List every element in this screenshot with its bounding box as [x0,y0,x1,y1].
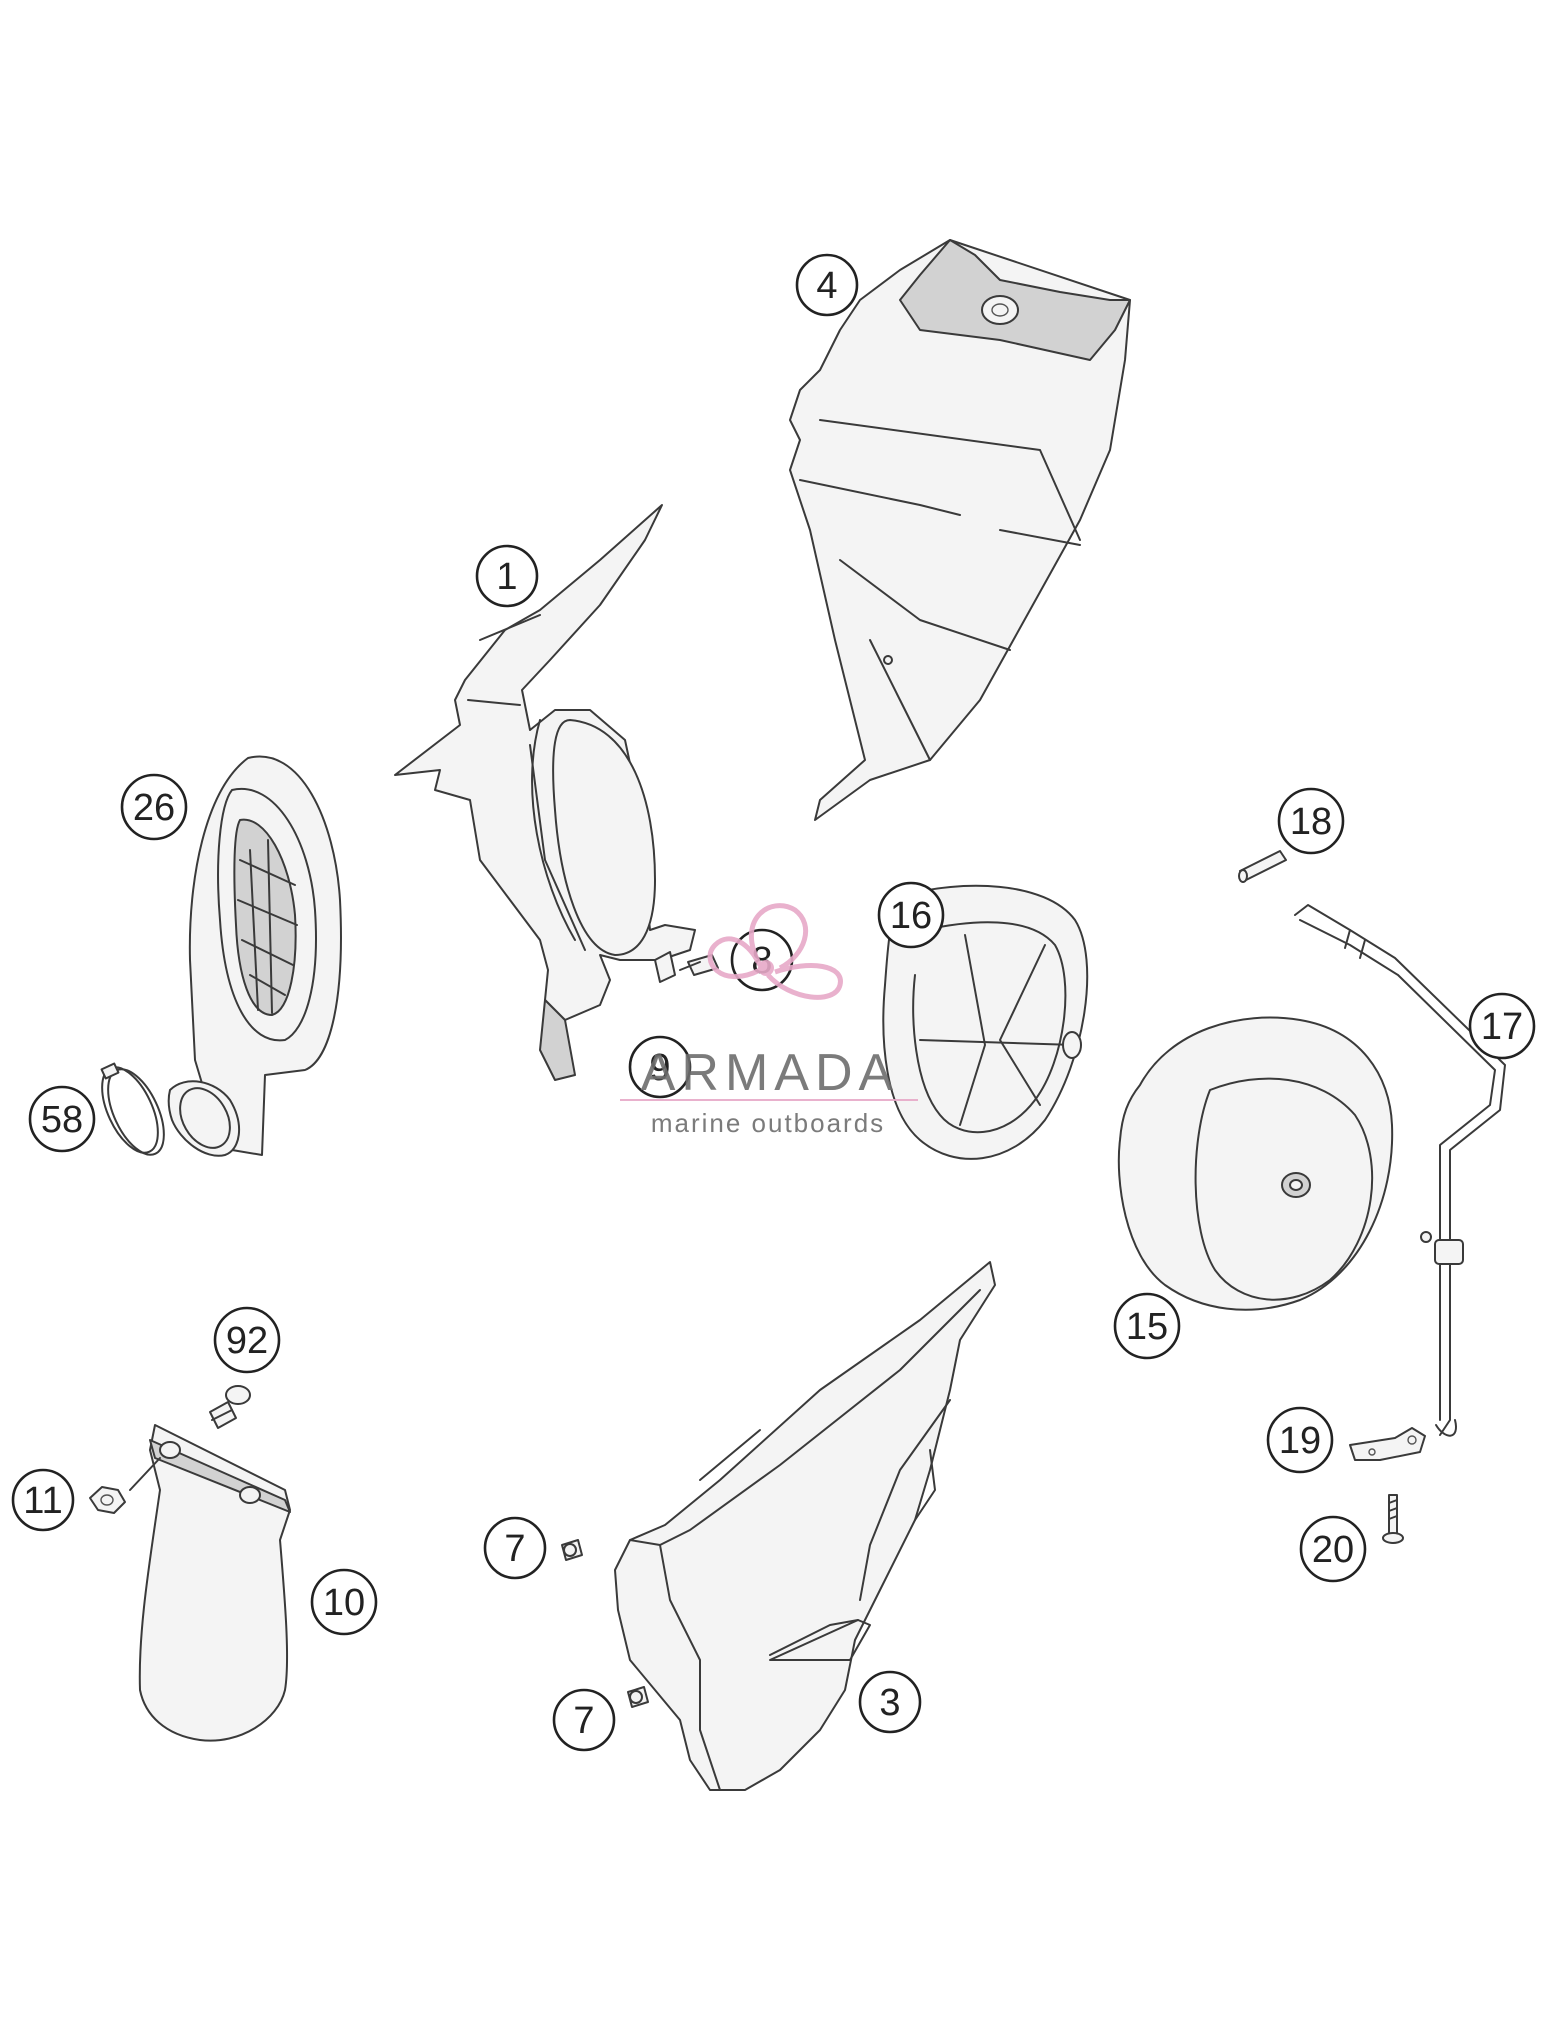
callout-c26: 26 [120,773,188,841]
callout-number: 16 [890,895,932,937]
part-16-filter-cage [882,884,1089,1160]
callout-number: 18 [1290,801,1332,843]
callout-c20: 20 [1299,1515,1367,1583]
callout-number: 15 [1126,1306,1168,1348]
part-17-wire-bracket [1294,904,1506,1437]
callout-ring [475,544,539,608]
callout-ring [213,1306,281,1374]
callout-ring [628,1035,692,1099]
callout-ring [1299,1515,1367,1583]
callout-c8: 8 [730,928,794,992]
watermark-tagline: marine outboards [651,1108,885,1138]
part-20-screw [1382,1494,1404,1544]
callout-number: 11 [23,1480,62,1522]
callout-ring [1266,1406,1334,1474]
callout-c7a: 7 [483,1516,547,1580]
part-58-hose-clamp [100,1062,165,1156]
callout-c3: 3 [858,1670,922,1734]
callout-number: 19 [1279,1420,1321,1462]
callout-c17: 17 [1468,992,1536,1060]
callout-number: 10 [323,1582,365,1624]
callout-c4: 4 [795,253,859,317]
propeller-logo-icon [707,903,843,1000]
callout-c15: 15 [1113,1292,1181,1360]
callout-ring [1468,992,1536,1060]
callout-number: 7 [504,1528,525,1570]
callout-ring [483,1516,547,1580]
part-18-pin [1238,850,1287,883]
callout-number: 26 [133,787,175,829]
callout-number: 17 [1481,1006,1523,1048]
callout-ring [28,1085,96,1153]
part-7-screw-lower [627,1686,649,1708]
callout-c1: 1 [475,544,539,608]
callout-ring [11,1468,75,1532]
callouts: 1 3 4 7 7 8 9 10 11 15 16 17 18 19 20 26 58 92 [11,253,1536,1752]
callout-c9: 9 [628,1035,692,1099]
part-19-bracket-plate [1349,1427,1426,1461]
part-10-mud-flap [129,1424,291,1742]
part-9-clip [654,951,676,983]
part-11-nut [89,1486,126,1514]
part-26-intake-boot [167,755,342,1157]
callout-number: 3 [879,1682,900,1724]
callout-ring [1277,787,1345,855]
callout-ring [552,1688,616,1752]
callout-ring [858,1670,922,1734]
part-4-airbox-housing [789,239,1131,821]
callout-number: 92 [226,1320,268,1362]
callout-ring [795,253,859,317]
part-15-air-filter [1117,1016,1394,1311]
callout-c16: 16 [877,881,945,949]
callout-number: 9 [649,1047,670,1089]
part-92-screw [209,1385,251,1429]
callout-number: 4 [816,265,837,307]
callout-c7b: 7 [552,1688,616,1752]
callout-number: 1 [496,556,517,598]
part-3-side-panel [614,1261,996,1791]
callout-ring [1113,1292,1181,1360]
callout-ring [120,773,188,841]
callout-c58: 58 [28,1085,96,1153]
watermark-logo: ARMADA marine outboards [620,903,918,1138]
part-1-filter-box-frame [394,504,696,1081]
part-7-screw-upper [561,1539,583,1561]
callout-ring [310,1568,378,1636]
callout-c10: 10 [310,1568,378,1636]
watermark-brand: ARMADA [641,1044,899,1102]
callout-c18: 18 [1277,787,1345,855]
callout-c92: 92 [213,1306,281,1374]
callout-number: 58 [41,1099,83,1141]
callout-c19: 19 [1266,1406,1334,1474]
callout-number: 7 [573,1700,594,1742]
callout-c11: 11 [11,1468,75,1532]
callout-number: 20 [1312,1529,1354,1571]
callout-ring [877,881,945,949]
